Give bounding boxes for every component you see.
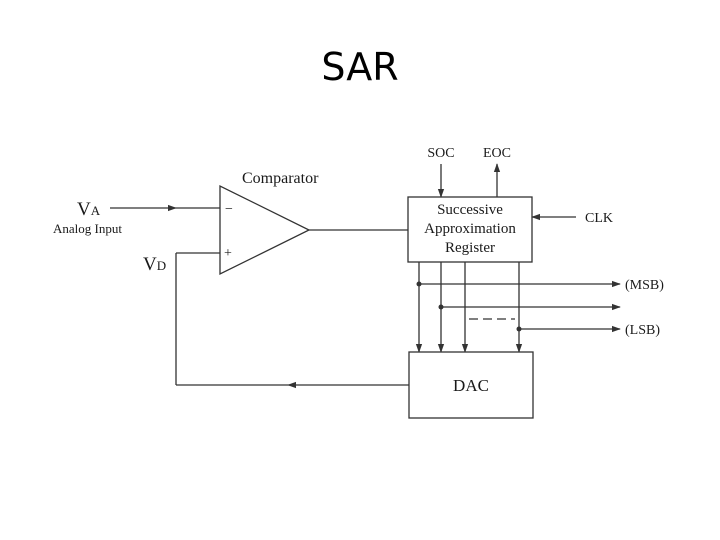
comparator-label: Comparator (242, 170, 319, 187)
lsb-label: (LSB) (625, 323, 660, 338)
eoc-label: EOC (483, 146, 511, 161)
comparator-symbol (219, 184, 311, 276)
sar-label-line1: Successive (437, 202, 503, 218)
sar-register-block (407, 196, 533, 263)
slide-title: SAR (321, 45, 399, 89)
dac-block (408, 351, 534, 419)
analog-input-label: Analog Input (53, 221, 122, 236)
soc-label: SOC (427, 146, 454, 161)
msb-label: (MSB) (625, 278, 664, 293)
sar-label-line3: Register (445, 240, 495, 256)
sar-label-line2: Approximation (424, 221, 516, 237)
va-label: VA (77, 199, 101, 220)
comparator-minus-sign: − (225, 202, 233, 217)
comparator-plus-sign: + (224, 246, 232, 261)
dac-label: DAC (453, 376, 489, 395)
clk-label: CLK (585, 211, 613, 226)
vd-label: VD (143, 254, 166, 275)
